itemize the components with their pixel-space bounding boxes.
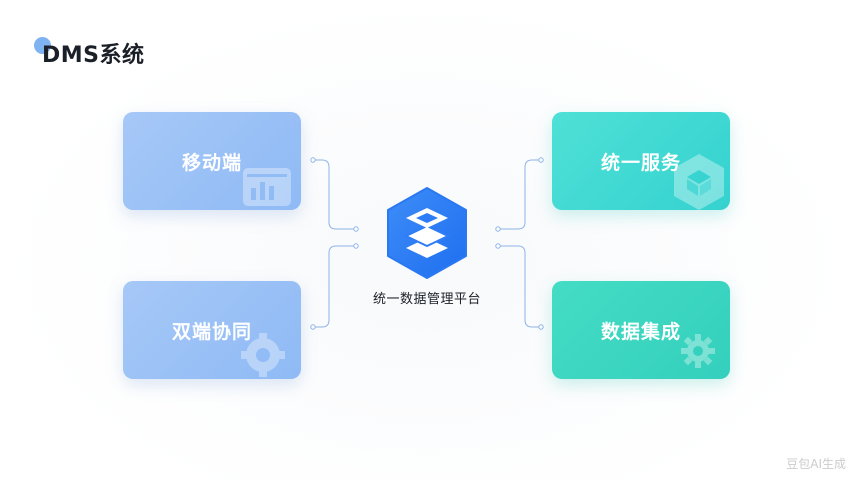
connector-service [498,159,541,230]
chart-tablet-icon [243,168,291,206]
connector-dot [310,324,316,330]
center-platform-label: 统一数据管理平台 [372,292,481,307]
gear-icon [241,333,285,377]
layers-hexagon-icon [387,187,467,279]
card-integration-label: 数据集成 [600,320,681,343]
connector-integration [498,245,541,328]
card-mobile-label: 移动端 [181,151,242,174]
connector-dot [353,226,359,232]
card-dual: 双端协同 [123,281,301,379]
watermark: 豆包AI生成 [786,457,846,471]
connector-dot [353,243,359,249]
card-mobile: 移动端 [123,112,301,210]
cube-hexagon-icon [674,154,724,210]
connector-dot [310,157,316,163]
card-integration: 数据集成 [552,281,730,379]
connector-dot [538,324,544,330]
card-service-label: 统一服务 [600,151,681,174]
title-dot-decoration [34,37,51,54]
connector-dual [313,245,356,328]
connector-dot [495,226,501,232]
connector-dot [495,243,501,249]
card-service: 统一服务 [552,112,730,210]
connector-dot [538,157,544,163]
page-title: DMS系统 [42,43,145,68]
connector-mobile [313,159,356,230]
card-dual-label: 双端协同 [171,320,252,343]
gear-icon [681,334,715,368]
